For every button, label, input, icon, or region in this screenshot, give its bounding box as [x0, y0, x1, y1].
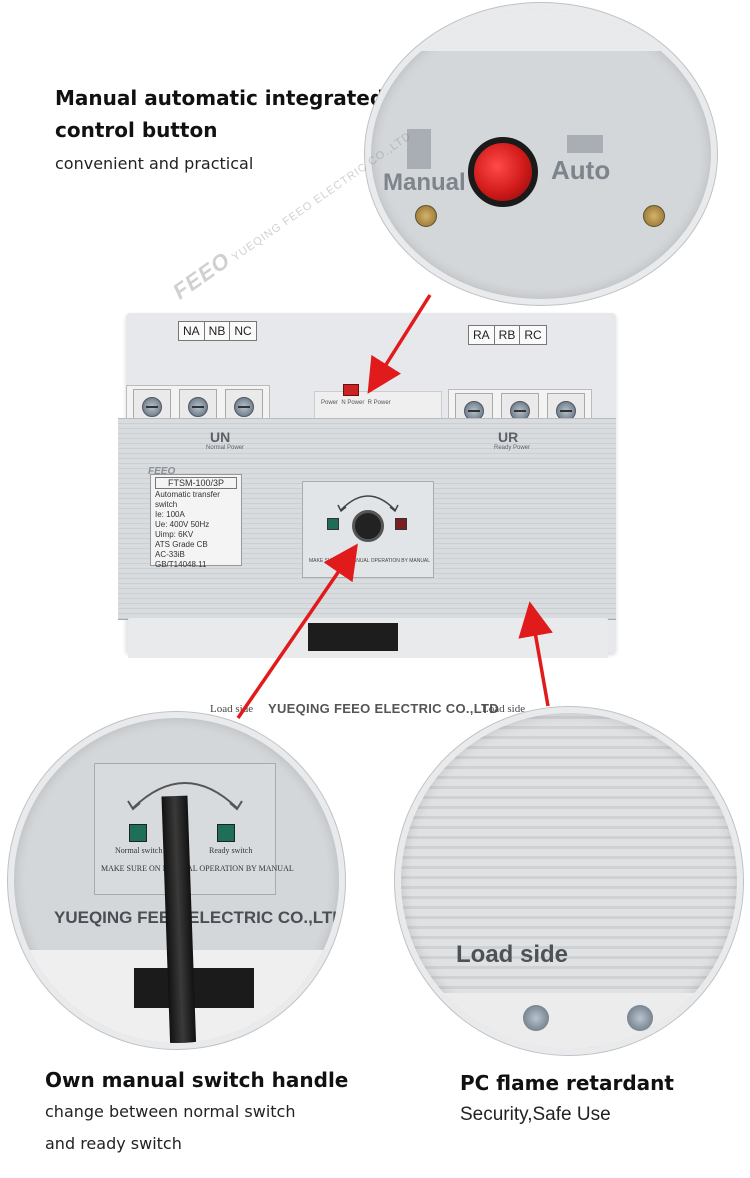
right-phase-labels: RA RB RC: [468, 325, 547, 345]
rating-plate: FTSM-100/3P Automatic transfer switch Ie…: [150, 474, 242, 569]
left-phase-labels: NA NB NC: [178, 321, 257, 341]
arrow-to-load-side: [518, 601, 553, 707]
rating-row: Ue: 400V 50Hz: [155, 520, 210, 529]
rating-row: GB/T14048.11: [155, 560, 207, 569]
rotation-arrow-icon: [337, 495, 399, 512]
rating-row: AC-33iB: [155, 550, 185, 559]
normal-switch-label: Normal switch: [115, 846, 163, 855]
zoom-control-button: Manual Auto: [365, 3, 717, 305]
phase-label: RA: [469, 326, 495, 344]
screw-icon: [643, 205, 665, 227]
caption-subtitle: Security,Safe Use: [460, 1104, 611, 1125]
screw-icon: [234, 397, 254, 417]
caption-title: PC flame retardant: [460, 1071, 674, 1095]
caption-flame-retardant: PC flame retardant Security,Safe Use: [460, 1067, 730, 1131]
phase-label: NB: [205, 322, 231, 340]
rotation-arrow-icon: [127, 782, 243, 811]
rating-row: ATS Grade CB: [155, 540, 208, 549]
transfer-switch-device: NA NB NC RA RB RC Power N Power R Power …: [118, 313, 616, 716]
caption-title-line2: control button: [55, 118, 218, 142]
screw-icon: [415, 205, 437, 227]
ready-switch-indicator: [217, 824, 235, 842]
load-side-label: Load side: [456, 941, 569, 968]
screw-icon: [142, 397, 162, 417]
normal-switch-indicator: [327, 518, 339, 530]
manual-symbol-icon: [407, 129, 431, 169]
phase-label: NA: [179, 322, 205, 340]
bottom-rail: [401, 993, 737, 1049]
phase-label: NC: [234, 324, 252, 338]
manual-label: Manual: [383, 169, 466, 196]
manual-auto-button[interactable]: [468, 137, 538, 207]
ready-switch-indicator: [395, 518, 407, 530]
screw-icon: [188, 397, 208, 417]
arrow-to-control-button: [367, 294, 432, 394]
screw-icon: [523, 1005, 549, 1031]
arrow-to-switch-handle: [236, 543, 358, 719]
switch-note: MAKE SURE ON MANUAL OPERATION BY MANUAL: [101, 864, 294, 873]
caption-control-button: Manual automatic integrated control butt…: [55, 82, 385, 180]
caption-subtitle: convenient and practical: [55, 154, 254, 173]
screw-icon: [627, 1005, 653, 1031]
maker-name: YUEQING FEEO ELECTRIC CO.,LTD: [268, 701, 499, 716]
phase-label: RC: [524, 328, 542, 342]
rating-row: Uimp: 6KV: [155, 530, 194, 539]
brand-logo: FEEO: [148, 466, 176, 477]
type-line: Automatic transfer switch: [155, 490, 220, 509]
manual-switch-panel: MAKE SURE ON MANUAL OPERATION BY MANUAL: [302, 481, 434, 578]
ready-switch-label: Ready switch: [209, 846, 253, 855]
indicator-text: Power N Power R Power: [321, 400, 391, 406]
control-button[interactable]: [343, 384, 359, 396]
terminal-block: [308, 623, 398, 651]
caption-switch-handle: Own manual switch handle change between …: [45, 1064, 365, 1160]
zoom-switch-handle: Normal switch Ready switch MAKE SURE ON …: [8, 712, 345, 1049]
rating-row: Ie: 100A: [155, 510, 185, 519]
model-number: FTSM-100/3P: [155, 477, 237, 489]
screw-icon: [464, 401, 484, 421]
auto-label: Auto: [551, 155, 611, 185]
maker-name: YUEQING FEEO ELECTRIC CO.,LTD: [54, 908, 345, 927]
load-side-right: Load side: [482, 703, 526, 715]
caption-title: Own manual switch handle: [45, 1068, 349, 1092]
switch-note: MAKE SURE ON MANUAL OPERATION BY MANUAL: [309, 558, 431, 564]
caption-title-line1: Manual automatic integrated: [55, 86, 385, 110]
auto-symbol-icon: [567, 135, 603, 153]
switch-handle-knob[interactable]: [352, 510, 384, 542]
caption-line1: change between normal switch: [45, 1102, 296, 1121]
caption-line2: and ready switch: [45, 1134, 182, 1153]
phase-label: RB: [495, 326, 521, 344]
normal-switch-indicator: [129, 824, 147, 842]
zoom-load-side: Load side: [395, 707, 743, 1055]
